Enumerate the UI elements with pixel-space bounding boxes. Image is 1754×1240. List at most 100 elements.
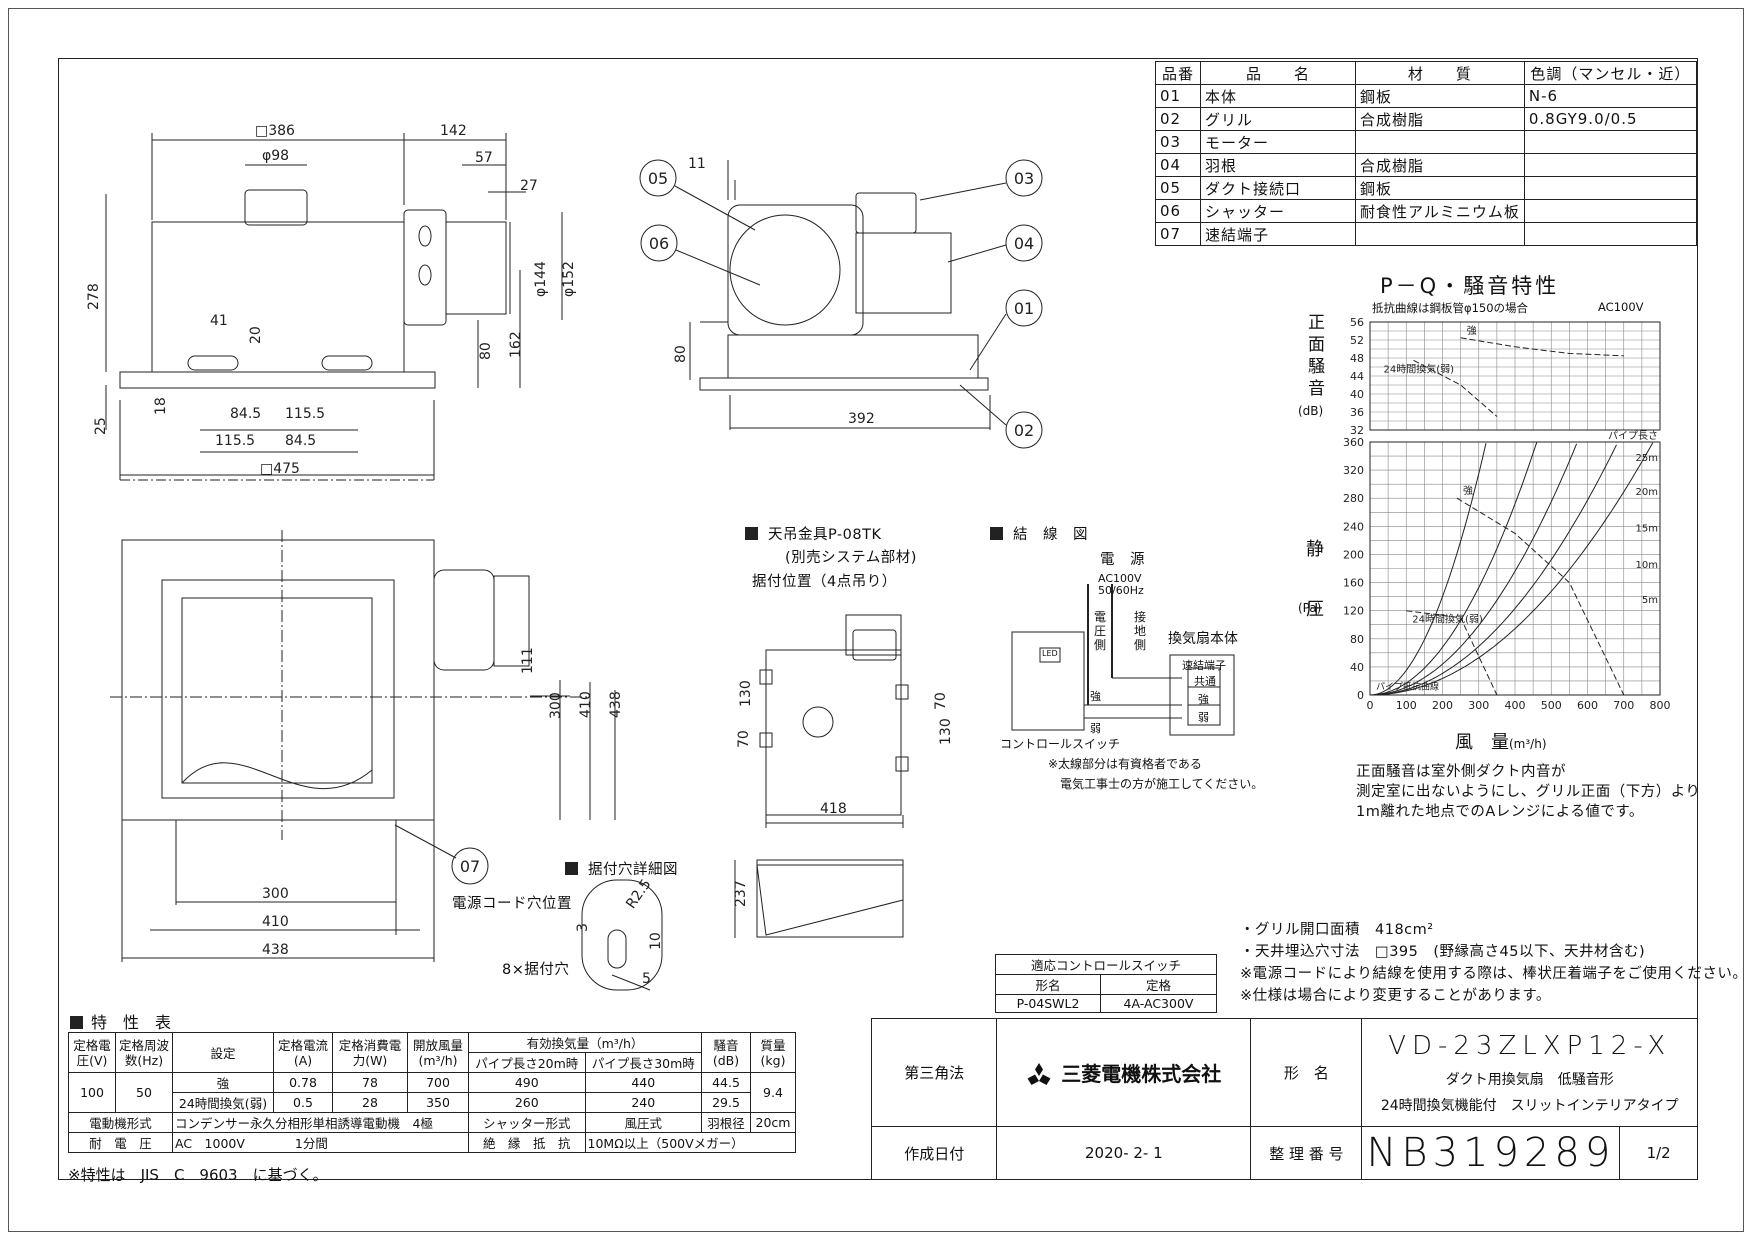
dim-hanger-237: 237	[733, 880, 749, 907]
control-switch-rating: 4A-AC300V	[1100, 994, 1217, 1013]
callout-01: 01	[1014, 299, 1034, 318]
noise-axis-label: 正面騒音	[1308, 313, 1325, 399]
date-value: 2020- 2- 1	[996, 1126, 1252, 1180]
dim-hanger-70a: 70	[736, 730, 752, 748]
spec-power: 28	[332, 1092, 408, 1113]
x-tick-label: 800	[1650, 699, 1671, 712]
spec-eff30: 240	[584, 1092, 702, 1113]
chart-note-2: 測定室に出ないようにし、グリル正面（下方）より	[1356, 784, 1701, 800]
dim-111: 111	[520, 647, 536, 674]
part-no: 02	[1155, 107, 1201, 131]
spec-blade-value: 20cm	[750, 1112, 796, 1133]
control-switch-header-model: 形名	[994, 974, 1102, 995]
dim-r2-5: R2.5	[623, 876, 654, 911]
spec-footnote: ※特性は JIS C 9603 に基づく。	[68, 1166, 328, 1184]
wiring-ground-side: 接地側	[1134, 610, 1147, 652]
spec-mass: 9.4	[750, 1072, 796, 1113]
chart-title: P－Q・騒音特性	[1380, 274, 1560, 298]
spec-header-effective: 有効換気量（m³/h）	[468, 1032, 702, 1053]
dim-475: □475	[260, 461, 300, 477]
noise-tick-label: 36	[1350, 406, 1364, 419]
dim-410-h: 410	[262, 914, 289, 930]
pressure-tick-label: 280	[1343, 492, 1364, 505]
x-tick-label: 600	[1577, 699, 1598, 712]
spec-noise: 29.5	[701, 1092, 751, 1113]
chart-supply: AC100V	[1598, 300, 1644, 314]
pq-chart: 5652484440363236032028024020016012080400…	[1343, 316, 1671, 712]
pipe-curve-label: 15m	[1636, 523, 1658, 534]
parts-header-material: 材 質	[1355, 61, 1525, 85]
part-color	[1523, 222, 1698, 246]
dim-392: 392	[848, 411, 875, 427]
pressure-tick-label: 0	[1357, 689, 1364, 702]
noise-tick-label: 32	[1350, 424, 1364, 437]
part-name: ダクト接続口	[1200, 176, 1356, 200]
spec-header-mode: 設定	[172, 1032, 274, 1073]
wiring-led: LED	[1042, 649, 1058, 658]
dim-hanger-70b: 70	[933, 692, 949, 710]
note-power-cord: ※電源コードにより結線を使用する際は、棒状圧着端子をご使用ください。	[1240, 966, 1748, 982]
pipe-resistance-curve	[1369, 443, 1578, 696]
callout-05: 05	[648, 169, 668, 188]
part-material: 合成樹脂	[1355, 107, 1525, 131]
dim-3: 3	[575, 923, 591, 932]
dim-84-5a: 84.5	[230, 406, 261, 422]
spec-title: 特 性 表	[91, 1013, 172, 1032]
dim-278: 278	[86, 283, 102, 310]
dim-5: 5	[642, 971, 651, 987]
model-label: 形 名	[1250, 1018, 1363, 1127]
section-marker-icon	[70, 1016, 83, 1029]
hanger-subtitle: (別売システム部材)	[785, 550, 917, 566]
spec-header-noise: 騒音(dB)	[701, 1032, 751, 1073]
pipe-resistance-curve	[1369, 444, 1617, 696]
part-no: 07	[1155, 222, 1201, 246]
model-number: VD-23ZLXP12-X	[1388, 1030, 1672, 1061]
company-cell: 三菱電機株式会社	[996, 1018, 1252, 1127]
callout-04: 04	[1014, 234, 1034, 253]
control-switch-header-rating: 定格	[1100, 974, 1217, 995]
section-marker-icon	[565, 862, 578, 875]
dim-438-h: 438	[262, 942, 289, 958]
wiring-power-spec-1: AC100V	[1098, 572, 1142, 585]
part-no: 01	[1155, 84, 1201, 108]
spec-header-current: 定格電流(A)	[273, 1032, 333, 1073]
title-block: 第三角法 三菱電機株式会社 形 名 VD-23ZLXP12-X ダクト用換気扇 …	[870, 1018, 1698, 1180]
x-axis-row: 風 量(m³/h)	[1455, 728, 1547, 754]
wiring-fan-body: 換気扇本体	[1168, 631, 1238, 647]
spec-table: 定格電圧(V) 定格周波数(Hz) 設定 定格電流(A) 定格消費電力(W) 開…	[68, 1032, 796, 1153]
wiring-power-spec-2: 50/60Hz	[1098, 584, 1144, 597]
mount-hole-drawing	[581, 879, 663, 991]
note-ceiling-hole: ・天井埋込穴寸法 □395 (野縁高さ45以下、天井材含む)	[1240, 944, 1646, 960]
dim-80: 80	[478, 342, 494, 360]
spec-blade-label: 羽根径	[701, 1112, 751, 1133]
spec-power: 78	[332, 1072, 408, 1093]
pressure-tick-label: 40	[1350, 661, 1364, 674]
note-grille-area: ・グリル開口面積 418cm²	[1240, 922, 1434, 938]
noise-tick-label: 48	[1350, 352, 1364, 365]
mounting-holes: 8×据付穴	[502, 962, 570, 978]
page-number: 1/2	[1619, 1126, 1698, 1180]
pipe-length-label: パイプ長さ	[1608, 430, 1658, 442]
pipe-curve-label: 25m	[1636, 453, 1658, 464]
part-color	[1523, 153, 1698, 177]
spec-motor-label: 電動機形式	[68, 1112, 173, 1133]
chart-note-1: 正面騒音は室外側ダクト内音が	[1356, 764, 1566, 780]
noise-tick-label: 40	[1350, 388, 1364, 401]
part-no: 03	[1155, 130, 1201, 154]
dim-162: 162	[508, 331, 524, 358]
spec-header-mass: 質量(kg)	[750, 1032, 796, 1073]
dim-438-v: 438	[608, 691, 624, 718]
spec-eff20: 260	[468, 1092, 586, 1113]
wiring-switch-weak: 弱	[1090, 722, 1101, 735]
spec-withstand-value: AC 1000V 1分間	[172, 1132, 469, 1153]
pressure-tick-label: 120	[1343, 605, 1364, 618]
pipe-resistance-label: パイプ抵抗曲線	[1376, 680, 1439, 692]
callout-02: 02	[1014, 421, 1034, 440]
callout-circles	[394, 159, 1043, 885]
